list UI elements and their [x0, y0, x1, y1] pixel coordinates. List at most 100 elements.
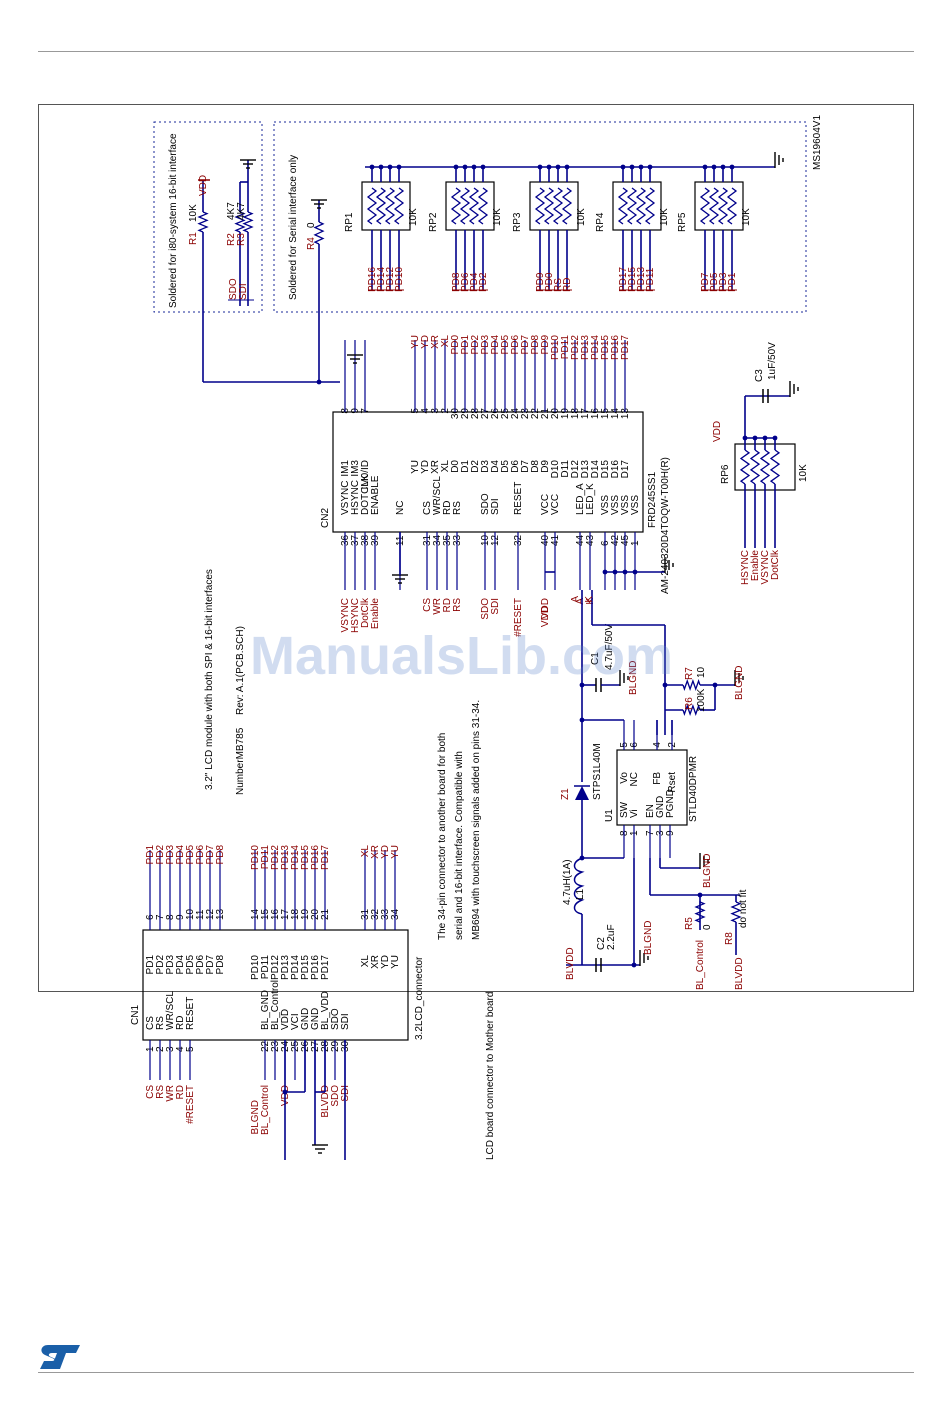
- note-34pin-line: serial and 16-bit interface. Compatible …: [454, 751, 465, 940]
- cn2-net-label: PD3: [480, 335, 491, 355]
- cn2-pin-name: D7: [520, 460, 531, 473]
- cn2-pin-name: IM1: [340, 460, 351, 477]
- rpack-resistor-icon: [450, 187, 462, 225]
- cn1-pin-name: SDO: [330, 1008, 341, 1030]
- cn1-net-label: #RESET: [185, 1085, 196, 1124]
- cn1-pin-name-right: PD11: [260, 955, 271, 980]
- cn2-net-label: PD1: [460, 335, 471, 355]
- cn2-net-label: PD5: [500, 335, 511, 355]
- cn2-pin-name: CS: [422, 501, 433, 515]
- r3-resistor-icon: [242, 211, 254, 233]
- cn2-net-label: PD13: [580, 335, 591, 360]
- u1-pin-name: PGND: [665, 789, 676, 818]
- watermark: ManualsLib.com: [250, 626, 674, 686]
- cn1-net-label: YU: [390, 845, 401, 859]
- rpack-net-label: PD6: [460, 272, 471, 292]
- r2-resistor-icon: [234, 211, 246, 233]
- junction-dot: [711, 164, 717, 170]
- cn2-net-label: #RESET: [513, 598, 524, 637]
- cn1-pin-name: BL_VDD: [320, 991, 331, 1030]
- r5-resistor-icon: [694, 901, 706, 923]
- cn2-pin-name: D5: [500, 460, 511, 473]
- u1-ref: U1: [604, 809, 615, 822]
- junction-dot: [378, 164, 384, 170]
- junction-dot: [622, 569, 628, 575]
- cn2-ref: CN2: [320, 508, 331, 528]
- rpack-net-label: PD3: [718, 272, 729, 292]
- rpack-resistor-icon: [726, 187, 738, 225]
- drawing-number: NumberMB785: [235, 727, 246, 795]
- junction-dot: [369, 164, 375, 170]
- cn2-net-label: XR: [430, 335, 441, 349]
- u1-blgnd: BLGND: [702, 854, 713, 888]
- u1-part: STLD40DPMR: [688, 756, 699, 822]
- cn2-pin-name: D1: [460, 460, 471, 473]
- u1-pin-name: NC: [629, 772, 640, 786]
- cn1-pin-name-right: YD: [380, 955, 391, 969]
- cn2-pin-name: WR/SCL: [432, 476, 443, 515]
- r4-resistor-icon: [313, 221, 325, 245]
- u1-regulator: [616, 749, 688, 826]
- cn1-pin-name-right: PD3: [165, 955, 176, 975]
- u1-pin-name: EN: [645, 804, 656, 818]
- r2-value: 4K7: [226, 202, 237, 220]
- a-net: A: [570, 596, 581, 603]
- r5-value: 0: [702, 924, 713, 930]
- note-lcd-board: LCD board connector to Mother board: [485, 992, 496, 1160]
- cn2-part2: AM-240320D4TOQW-T00H(R): [660, 457, 671, 594]
- cn2-pin-name: HSYNC: [350, 480, 361, 515]
- rpack-net-label: PD11: [645, 267, 656, 292]
- cn2-net-label: PD14: [590, 335, 601, 360]
- rpack-net-label: PD2: [478, 272, 489, 292]
- rpack-net-label: PD15: [627, 267, 638, 292]
- l1-inductor-icon: [573, 857, 585, 915]
- cn2-net-label: PD16: [610, 335, 621, 360]
- cn2-pin-name: D11: [560, 460, 571, 478]
- r3-value: 4K7: [236, 202, 247, 220]
- cn2-pin-name: D13: [580, 460, 591, 479]
- junction-dot: [387, 164, 393, 170]
- cn2-net-label: PD8: [530, 335, 541, 355]
- cn1-net-label: BLVDD: [320, 1085, 331, 1118]
- rpack-net-label: PD10: [394, 267, 405, 292]
- cn2-pin-name: XL: [440, 460, 451, 473]
- r1-ref: R1: [188, 232, 199, 245]
- cn2-net-label: PD4: [490, 335, 501, 355]
- cn2-pin-number: 25: [500, 408, 511, 420]
- rpack-ref: RP4: [595, 212, 606, 232]
- junction-dot: [453, 164, 459, 170]
- cn2-pin-name: D6: [510, 460, 521, 473]
- rpack-value: 10K: [659, 208, 670, 226]
- rpack-resistor-icon: [644, 187, 656, 225]
- rpack-resistor-icon: [699, 187, 711, 225]
- cn1-pin-name-right: PD8: [215, 955, 226, 975]
- rpack-value: 10K: [576, 208, 587, 226]
- rp6-vdd: VDD: [712, 421, 723, 442]
- cn1-net-label: PD5: [185, 845, 196, 865]
- rpack-ref: RP2: [428, 212, 439, 232]
- c2-value: 2.2uF: [606, 924, 617, 950]
- cn2-pin-name: SDO: [480, 493, 491, 515]
- cn2-net-label: SDI: [490, 598, 501, 615]
- rpack-net-label: PD16: [367, 267, 378, 292]
- cn2-net-label: PD10: [550, 335, 561, 360]
- cn2-connector: [332, 411, 644, 533]
- r7-value: 10: [696, 666, 707, 678]
- rpack-value: 10K: [741, 208, 752, 226]
- cn2-net-label: PD12: [570, 335, 581, 360]
- junction-dot: [396, 164, 402, 170]
- rpack-resistor-icon: [708, 187, 720, 225]
- cn2-net-label: DotClk: [360, 597, 371, 628]
- rpack-resistor-icon: [384, 187, 396, 225]
- r1-net: VDD: [198, 175, 209, 196]
- rp6-resistor-icon: [739, 449, 751, 485]
- rpack-rp3: [529, 181, 579, 231]
- cn2-net-label: SDO: [480, 598, 491, 620]
- r6-resistor-icon: [682, 704, 701, 716]
- cn2-pin-name: SDI: [490, 498, 501, 515]
- r7-blgnd: BLGND: [734, 666, 745, 700]
- cn2-net-label: YU: [410, 335, 421, 349]
- cn2-pin-number: 16: [590, 408, 601, 420]
- cn2-pin-number: 27: [480, 408, 491, 420]
- cn1-pin-name-right: YU: [390, 955, 401, 969]
